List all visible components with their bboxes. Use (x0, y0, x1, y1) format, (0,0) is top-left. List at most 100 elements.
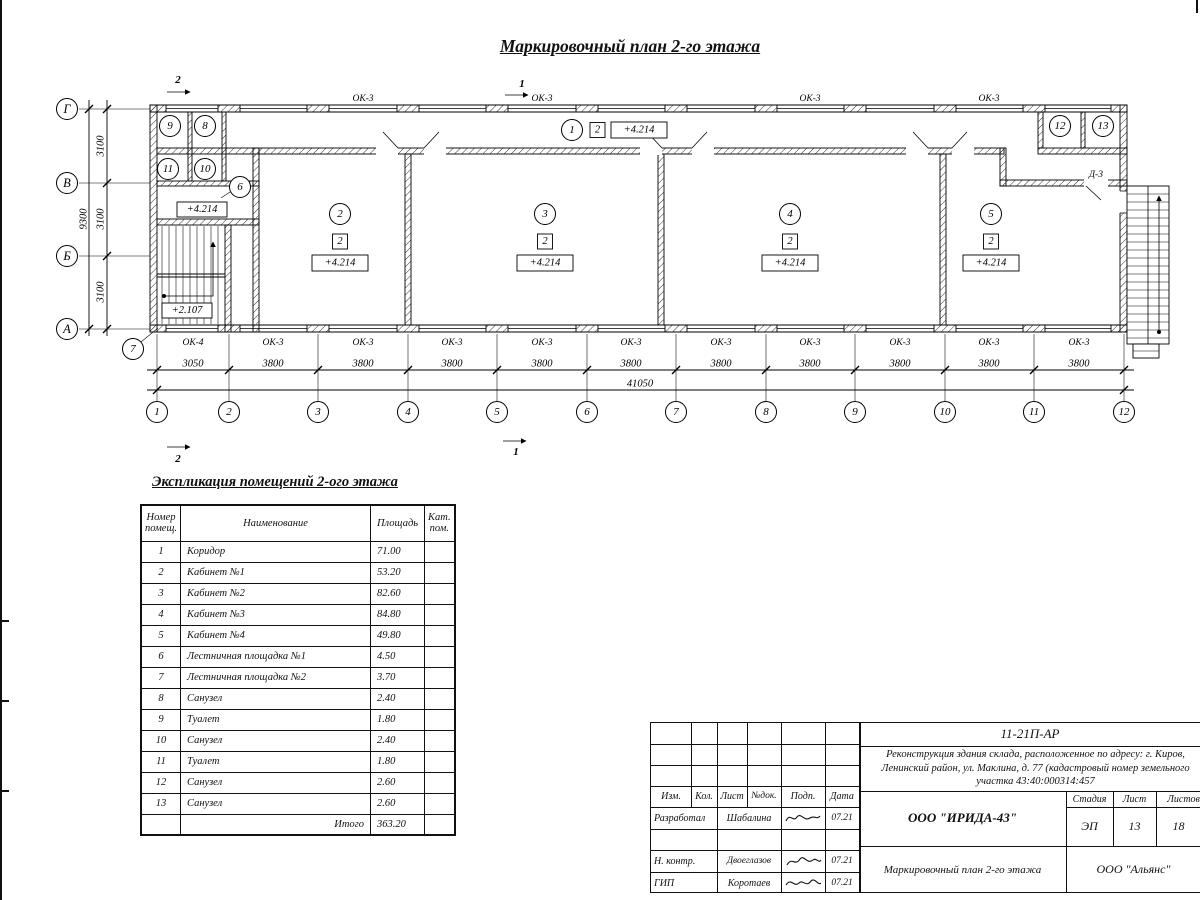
grid-number: 1 (154, 406, 160, 418)
col-podp: Подп. (790, 791, 816, 802)
total-value: 363.20 (370, 813, 426, 836)
section-mark: 2 (174, 74, 181, 86)
signer-date: 07.21 (831, 812, 853, 823)
grid-number: 9 (852, 406, 858, 418)
dimensions-left: 3100 3100 3100 9300 Г В Б А (56, 98, 150, 340)
cell-name: Санузел (180, 792, 372, 815)
window-label: ОК-3 (710, 338, 731, 348)
signer-role: ГИП (654, 877, 675, 889)
window-label: ОК-4 (182, 338, 203, 348)
exterior-walls (149, 104, 1144, 333)
cell-empty (424, 603, 456, 626)
elevation-label: +4.214 (775, 258, 806, 269)
room-number: 2 (337, 208, 343, 220)
dim-label: 3800 (978, 359, 1001, 370)
grid-number: 3 (314, 406, 321, 418)
window-label: ОК-3 (352, 94, 373, 104)
cell-name: Туалет (180, 750, 372, 773)
room-number: 10 (200, 163, 212, 175)
grid-number: 12 (1119, 406, 1131, 418)
cell-empty (424, 561, 456, 584)
axis-letter: Б (62, 249, 71, 263)
dim-label: 3800 (1068, 359, 1091, 370)
axis-letter: Г (62, 102, 71, 116)
window-label: ОК-3 (889, 338, 910, 348)
cell-num: 8 (140, 687, 182, 710)
cell-name: Коридор (180, 540, 372, 563)
cell-empty (424, 582, 456, 605)
page-title: Маркировочный план 2-го этажа (499, 36, 761, 56)
sheet-label: Лист (1122, 793, 1147, 805)
dim-label: 3050 (182, 359, 205, 370)
elevation-label: +4.214 (325, 258, 356, 269)
signer-date: 07.21 (831, 877, 853, 888)
room-number: 9 (167, 120, 173, 132)
signature (781, 872, 825, 892)
stage-value: ЭП (1081, 818, 1098, 833)
schedule-header-name: Наименование (180, 504, 372, 542)
cell-num: 10 (140, 729, 182, 752)
room-number: 6 (237, 181, 243, 193)
total-label: Итого (180, 813, 372, 836)
cell-name: Санузел (180, 771, 372, 794)
dim-label: 3800 (710, 359, 733, 370)
floor-plan: 3100 3100 3100 9300 Г В Б А 3050 3800 38… (56, 74, 1170, 465)
window-label: ОК-3 (531, 338, 552, 348)
grid-number: 6 (584, 406, 590, 418)
room-number: 8 (202, 120, 208, 132)
dim-label: 3800 (531, 359, 554, 370)
signer-name: Шабалина (726, 812, 772, 824)
staircase-external (1126, 185, 1170, 359)
schedule-header-num: Номер помещ. (140, 504, 182, 542)
section-mark: 1 (513, 446, 519, 458)
col-data: Дата (830, 791, 854, 802)
cell-area: 82.60 (370, 582, 426, 605)
cell-name: Лестничная площадка №2 (180, 666, 372, 689)
room-number: 7 (130, 343, 136, 355)
dim-label: 3800 (799, 359, 822, 370)
document-code: 11-21П-АР (1000, 726, 1060, 742)
signer-role: Н. контр. (654, 855, 696, 867)
cell-name: Туалет (180, 708, 372, 731)
cell-num: 11 (140, 750, 182, 773)
cell-empty (424, 708, 456, 731)
window-label: ОК-3 (352, 338, 373, 348)
dim-label: 3800 (889, 359, 912, 370)
room-number: 12 (1055, 120, 1067, 132)
dimensions-bottom: 3050 3800 3800 3800 3800 3800 3800 3800 … (146, 334, 1135, 423)
sheet-drawing-title: Маркировочный план 2-го этажа (883, 863, 1042, 876)
dim-total-label: 9300 (79, 208, 90, 230)
cell-num: 12 (140, 771, 182, 794)
window-labels: ОК-3 ОК-3 ОК-3 ОК-3 ОК-4 ОК-3 ОК-3 ОК-3 … (182, 94, 1103, 348)
door-label: Д-3 (1088, 170, 1103, 180)
room-markers: 1 2 +4.214 2 2 +4.214 3 2 +4.214 4 2 +4.… (122, 115, 1114, 360)
client-org: ООО "Альянс" (1096, 862, 1171, 877)
room-number: 4 (787, 208, 793, 220)
sheet-frame-tick (0, 620, 9, 622)
dim-label: 3100 (96, 135, 107, 158)
cell-area: 49.80 (370, 624, 426, 647)
room-category: 2 (595, 125, 601, 136)
cell-empty (140, 813, 182, 836)
cell-name: Кабинет №3 (180, 603, 372, 626)
cell-empty (424, 624, 456, 647)
cell-empty (424, 750, 456, 773)
signer-date: 07.21 (831, 855, 853, 866)
window-label: ОК-3 (531, 94, 552, 104)
cell-name: Санузел (180, 729, 372, 752)
window-label: ОК-3 (1068, 338, 1089, 348)
cell-num: 7 (140, 666, 182, 689)
section-mark: 2 (174, 453, 181, 465)
project-description: Реконструкция здания склада, расположенн… (881, 749, 1190, 788)
door-swings (382, 131, 1102, 201)
schedule-header-cat: Кат. пом. (424, 504, 456, 542)
col-list: Лист (720, 791, 744, 802)
sheets-label: Листов (1167, 793, 1200, 805)
